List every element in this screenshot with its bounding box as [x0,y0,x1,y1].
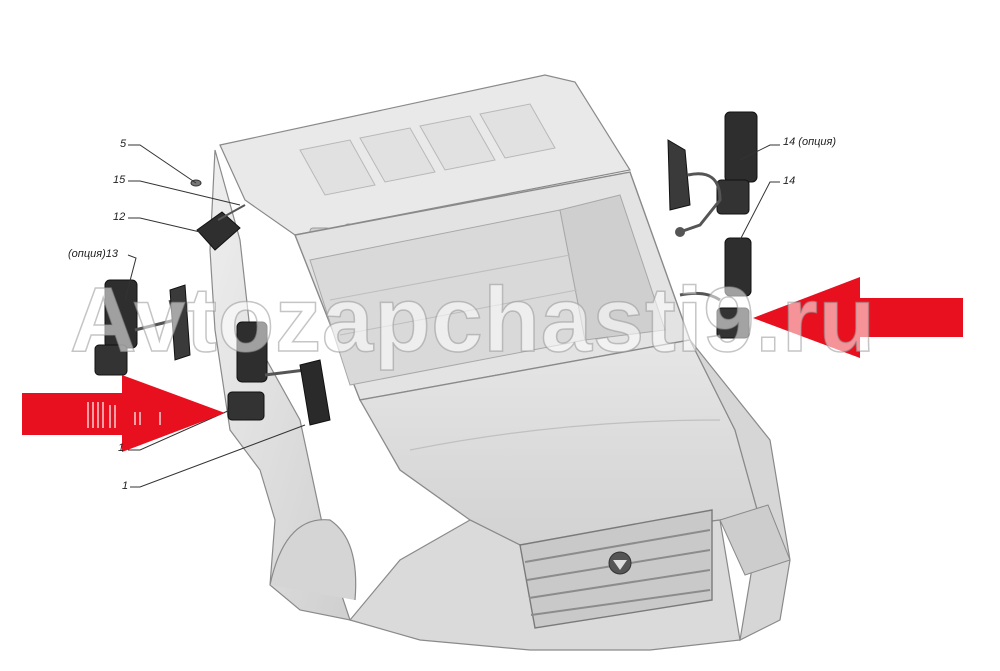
roof-ribs [299,103,556,196]
callout-1-upper: 1 [118,442,125,454]
left-mirror-option [94,279,191,376]
left-mirror-main [227,321,331,426]
callout-13-option: (опция)13 [68,248,119,260]
callout-1-lower: 1 [122,480,129,492]
left-red-arrow [22,375,225,452]
right-mirror-option [667,111,758,237]
watermark-text: Avtozapchasti9.ru [69,268,877,372]
callout-15: 15 [113,174,126,186]
right-mirror-main [679,237,752,339]
callout-14-option: 14 (опция) [783,136,837,148]
leader-lines [124,144,780,488]
red-arrows [22,277,963,452]
truck-cab [209,74,791,651]
arrow-hatching [87,402,161,428]
right-red-arrow [753,277,963,358]
callout-14: 14 [783,175,796,187]
gaz-logo [608,551,632,575]
small-mirror-12 [196,204,246,251]
callout-5: 5 [120,138,127,150]
callout-12: 12 [113,211,126,223]
